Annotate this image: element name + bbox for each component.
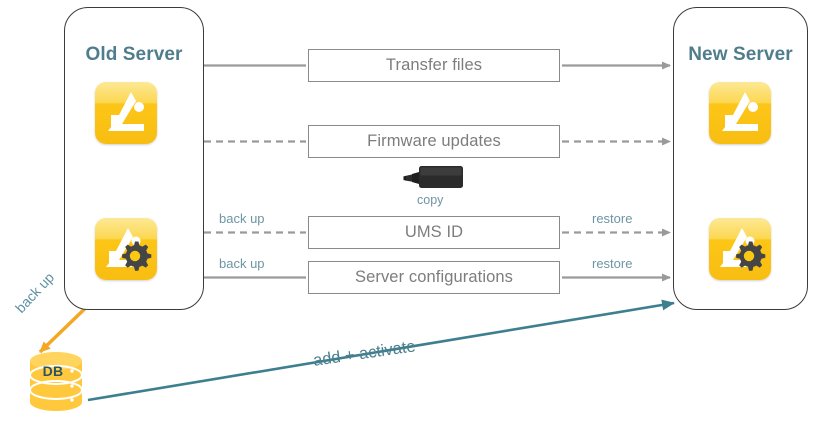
usb-connector-icon[interactable]	[403, 163, 465, 193]
gear-icon	[736, 241, 766, 271]
icon-gloss	[709, 82, 771, 104]
database-label: DB	[42, 363, 64, 379]
flow-box-transfer-files[interactable]: Transfer files	[308, 49, 560, 82]
label-backup-server-configurations: back up	[219, 256, 265, 271]
new-server-title: New Server	[688, 44, 793, 65]
flow-box-server-configurations[interactable]: Server configurations	[308, 261, 560, 294]
ums-glyph	[722, 92, 758, 131]
gear-icon	[122, 241, 152, 271]
arrow-add-activate	[87, 299, 675, 402]
old-server-title: Old Server	[85, 44, 183, 65]
label-copy: copy	[417, 193, 444, 207]
icon-gloss	[709, 218, 771, 240]
flow-box-firmware-updates[interactable]: Firmware updates	[308, 125, 560, 158]
old-server-ums-admin-icon[interactable]	[95, 218, 157, 280]
ums-glyph-with-gear	[106, 228, 152, 271]
label-backup-ums-id: back up	[219, 211, 265, 226]
label-restore-ums-id: restore	[592, 211, 633, 226]
label-restore-server-configurations: restore	[592, 256, 633, 271]
database-icon[interactable]	[28, 351, 84, 411]
icon-gloss	[95, 82, 157, 104]
new-server-ums-admin-icon[interactable]	[709, 218, 771, 280]
icon-gloss	[95, 218, 157, 240]
ums-glyph-with-gear	[720, 228, 766, 271]
new-server-ums-console-icon[interactable]	[709, 82, 771, 144]
old-server-ums-console-icon[interactable]	[95, 82, 157, 144]
ums-glyph	[108, 92, 144, 131]
flow-box-ums-id[interactable]: UMS ID	[308, 216, 560, 249]
